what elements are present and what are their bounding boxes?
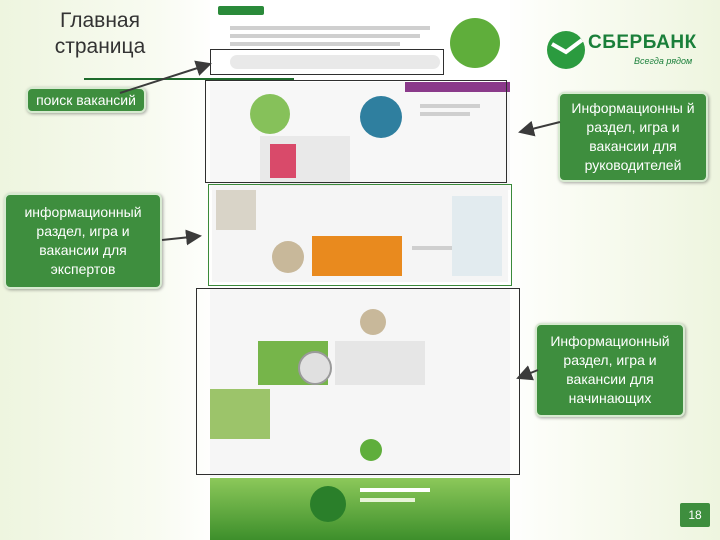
palm-tree-illustration	[250, 94, 290, 134]
callout-managers: Информационны й раздел, игра и вакансии …	[558, 92, 708, 182]
callout-experts: информационный раздел, игра и вакансии д…	[4, 193, 162, 289]
beginners-section-screenshot	[210, 289, 510, 477]
sberbank-logo-icon	[547, 31, 585, 69]
managers-section-screenshot	[210, 82, 510, 190]
right-background	[500, 0, 720, 540]
managers-frame	[205, 80, 507, 183]
globe-illustration	[360, 96, 402, 138]
slide-title: Главная страница	[54, 9, 146, 58]
logo-tagline: Всегда рядом	[634, 56, 693, 66]
footer-section-screenshot	[210, 478, 510, 540]
bubble-illustration	[310, 486, 346, 522]
homepage-logo-mark	[218, 6, 264, 15]
experts-frame	[208, 184, 512, 286]
callout-beginners: Информационный раздел, игра и вакансии д…	[535, 323, 685, 417]
beginner-figure-illustration	[360, 309, 386, 335]
page-number: 18	[680, 503, 710, 527]
logo-name: СБЕРБАНК	[588, 32, 697, 53]
homepage-screenshot	[210, 0, 510, 78]
homepage-promo-circle	[450, 18, 500, 68]
stopwatch-illustration	[298, 351, 332, 385]
beginners-frame	[196, 288, 520, 475]
green-figure-illustration	[360, 439, 382, 461]
experts-section-screenshot	[212, 186, 508, 282]
homepage-search-bar	[230, 55, 440, 69]
search-highlight-frame	[210, 49, 444, 75]
expert-figure-illustration	[272, 241, 304, 273]
callout-search: поиск вакансий	[26, 87, 146, 113]
